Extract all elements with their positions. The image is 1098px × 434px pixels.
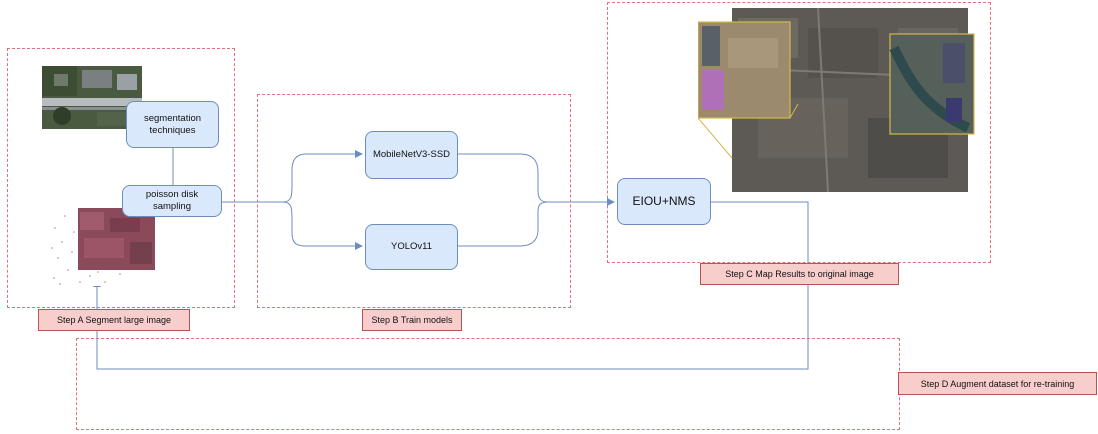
- mapped-results-image: [698, 8, 976, 192]
- yolov11-node[interactable]: YOLOv11: [365, 224, 458, 270]
- eiou-nms-node[interactable]: EIOU+NMS: [617, 178, 711, 225]
- step-b-group: [257, 94, 571, 308]
- edge-mobilenet-merge: [458, 153, 549, 203]
- poisson-disk-sampling-node[interactable]: poisson disk sampling: [122, 185, 222, 217]
- step-b-label: Step B Train models: [362, 309, 462, 331]
- step-d-label: Step D Augment dataset for re-training: [898, 372, 1097, 395]
- sampled-city-image: [50, 208, 155, 286]
- edge-yolo-merge: [458, 201, 549, 247]
- step-c-group: [607, 2, 991, 263]
- segmentation-techniques-node[interactable]: segmentation techniques: [126, 101, 219, 148]
- edge-poisson-yolo: [282, 201, 363, 250]
- step-a-label: Step A Segment large image: [38, 309, 190, 331]
- edge-poisson-mobilenet: [222, 150, 363, 203]
- mobilenetv3-ssd-node[interactable]: MobileNetV3-SSD: [365, 131, 458, 179]
- aerial-image-small: [42, 66, 142, 129]
- edge-eiou-feedback: [93, 201, 809, 370]
- step-a-group: [7, 48, 235, 308]
- step-c-label: Step C Map Results to original image: [700, 263, 899, 285]
